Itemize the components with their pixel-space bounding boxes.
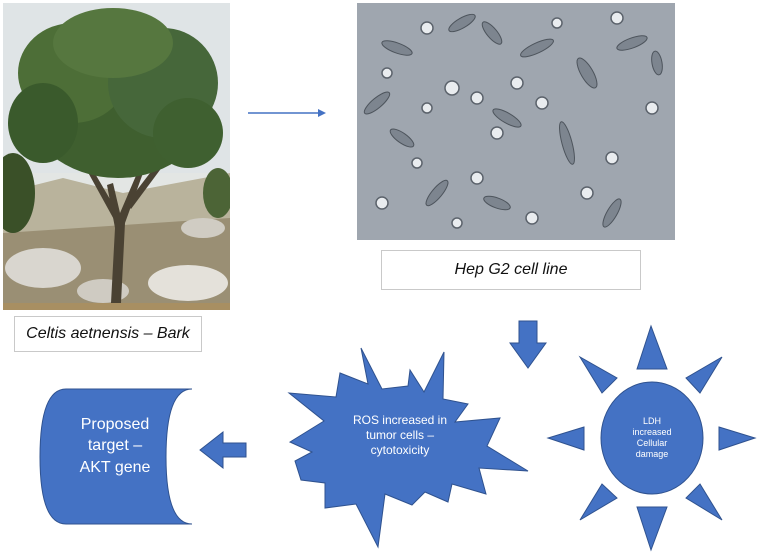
target-line-1: Proposed [80, 415, 150, 433]
ros-line-1: ROS increased in [352, 412, 448, 427]
plant-label: Celtis aetnensis – Bark [14, 316, 202, 352]
ros-text: ROS increased in tumor cells – cytotoxic… [335, 405, 465, 465]
ldh-line-2: increased [632, 426, 672, 437]
cells-photo-art [357, 3, 675, 240]
target-storage-shape [39, 388, 193, 525]
arrow-right-icon [248, 109, 326, 117]
cell-line-label: Hep G2 cell line [381, 250, 641, 290]
ldh-line-1: LDH [642, 415, 661, 426]
ldh-line-4: damage [635, 449, 669, 460]
plant-label-text: Celtis aetnensis – Bark [26, 325, 190, 342]
ros-starburst-shape [287, 347, 529, 549]
left-arrow-icon [199, 430, 247, 470]
cell-line-label-text: Hep G2 cell line [454, 261, 568, 278]
target-text: Proposed target – AKT gene [60, 410, 170, 482]
down-arrow-icon [509, 320, 547, 369]
ldh-line-3: Cellular [636, 438, 668, 448]
target-line-3: AKT gene [79, 458, 151, 476]
tree-photo-art [3, 3, 230, 310]
ldh-sun-shape [546, 324, 757, 552]
tree-photo [3, 3, 230, 310]
ros-line-3: cytotoxicity [370, 442, 430, 457]
ldh-text: LDH increased Cellular damage [612, 410, 692, 466]
ros-line-2: tumor cells – [365, 427, 435, 442]
cells-photo [357, 3, 675, 240]
target-line-2: target – [87, 437, 143, 455]
